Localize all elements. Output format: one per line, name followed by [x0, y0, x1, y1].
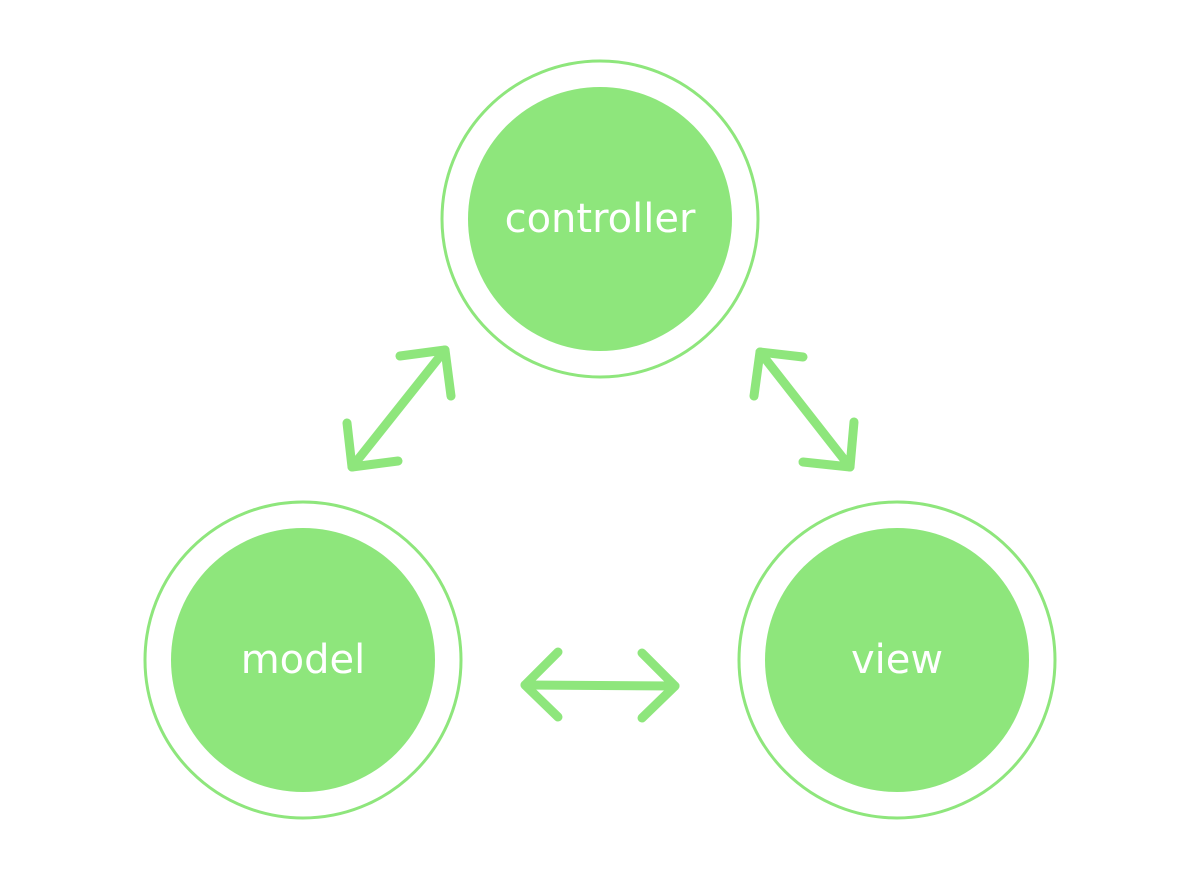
view-label: view	[851, 637, 943, 683]
model-controller-arrow-icon	[342, 345, 456, 472]
model-label: model	[241, 637, 366, 683]
controller-node: controller	[440, 59, 760, 379]
view-outer-ring	[737, 500, 1057, 820]
model-outer-ring	[143, 500, 463, 820]
controller-label: controller	[505, 196, 696, 242]
model-circle	[171, 528, 435, 792]
model-view-arrow-icon	[520, 647, 680, 723]
controller-outer-ring	[440, 59, 760, 379]
model-node: model	[143, 500, 463, 820]
controller-view-arrow-icon	[749, 347, 859, 472]
view-circle	[765, 528, 1029, 792]
view-node: view	[737, 500, 1057, 820]
controller-circle	[468, 87, 732, 351]
